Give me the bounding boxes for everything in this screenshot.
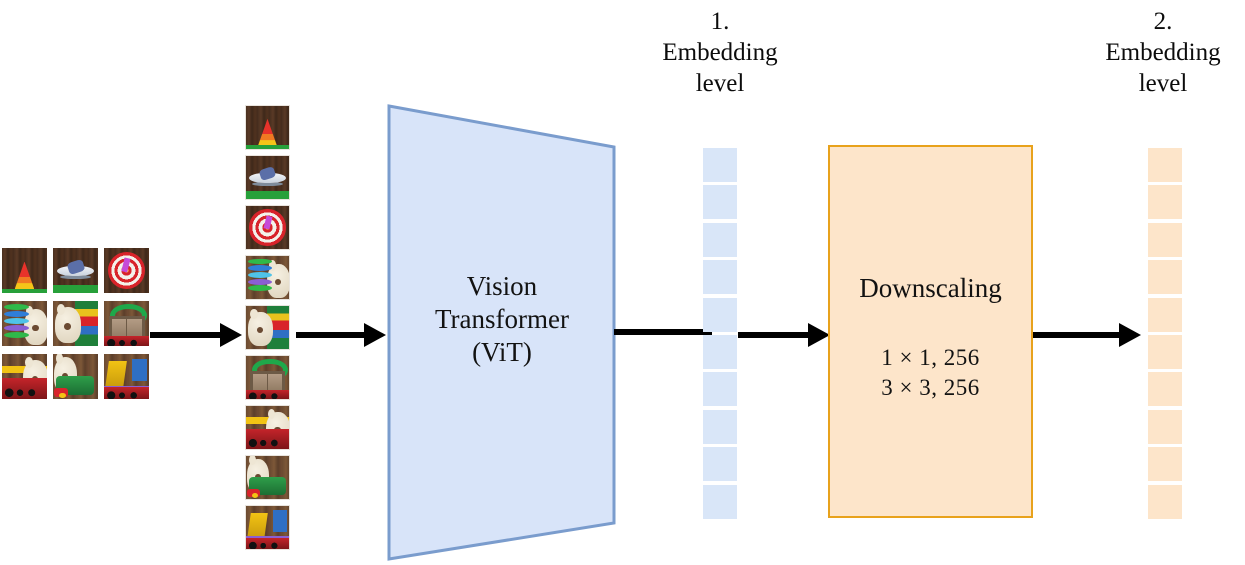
toy-image-tile: [246, 456, 289, 499]
downscaling-line-2: 3 × 3, 256: [881, 374, 980, 400]
embedding-level-2-line2: Embedding: [1105, 39, 1221, 66]
arrow-shaft: [150, 332, 220, 338]
toy-image-tile: [2, 354, 47, 399]
arrow-shaft: [296, 332, 364, 338]
toy-image-tile: [246, 206, 289, 249]
embedding-block: [1148, 484, 1182, 519]
embedding-block: [703, 148, 737, 182]
embedding-level-1-label: 1. Embedding level: [645, 6, 795, 99]
arrow-shaft: [738, 332, 808, 338]
embedding-block: [1148, 260, 1182, 295]
patch-column: [246, 106, 296, 556]
embedding-block: [1148, 447, 1182, 482]
toy-image-tile: [246, 306, 289, 349]
arrow-head: [364, 323, 386, 347]
embedding-block: [1148, 222, 1182, 257]
arrow-vit-to-embedding1: [614, 329, 712, 335]
arrow-head: [808, 323, 830, 347]
embedding-block: [1148, 409, 1182, 444]
embedding-block: [703, 222, 737, 257]
toy-image-tile: [2, 248, 47, 293]
embedding-level-2-number: 2.: [1153, 8, 1173, 35]
toy-image-tile: [246, 256, 289, 299]
embedding-level-2-line3: level: [1138, 70, 1188, 97]
vit-trapezoid: [387, 104, 616, 561]
downscaling-title: Downscaling: [859, 273, 1002, 303]
embedding-block: [703, 409, 737, 444]
embedding-block: [703, 484, 737, 519]
embedding-block: [703, 260, 737, 295]
toy-image-tile: [53, 248, 98, 293]
vision-transformer-shape: [387, 104, 616, 561]
vit-label-line1: Vision: [466, 271, 538, 301]
source-image-grid: [2, 248, 149, 400]
embedding-level-2-column: [1148, 148, 1182, 522]
embedding-block: [703, 447, 737, 482]
toy-image-tile: [246, 406, 289, 449]
vit-label-line3: (ViT): [472, 336, 532, 367]
toy-image-tile: [246, 106, 289, 149]
vit-label: Vision Transformer (ViT): [389, 270, 615, 369]
embedding-level-2-label: 2. Embedding level: [1088, 6, 1238, 99]
toy-image-tile: [246, 356, 289, 399]
vit-label-line2: Transformer: [435, 303, 569, 334]
embedding-block: [1148, 297, 1182, 332]
embedding-level-1-column: [703, 148, 737, 522]
embedding-level-1-number: 1.: [710, 8, 730, 35]
embedding-block: [1148, 148, 1182, 182]
embedding-block: [1148, 185, 1182, 220]
embedding-level-1-line2: Embedding: [662, 39, 778, 66]
embedding-block: [703, 335, 737, 369]
embedding-block: [1148, 335, 1182, 369]
toy-image-tile: [53, 354, 98, 399]
embedding-block: [703, 185, 737, 220]
downscaling-box: Downscaling 1 × 1, 256 3 × 3, 256: [828, 145, 1033, 518]
toy-image-tile: [104, 354, 149, 399]
embedding-block: [703, 297, 737, 332]
downscaling-line-1: 1 × 1, 256: [881, 345, 980, 370]
downscaling-details: 1 × 1, 256 3 × 3, 256: [830, 343, 1031, 403]
toy-image-tile: [246, 506, 289, 549]
toy-image-tile: [246, 156, 289, 199]
arrow-shaft: [1033, 332, 1119, 338]
toy-image-tile: [104, 248, 149, 293]
embedding-block: [1148, 372, 1182, 407]
toy-image-tile: [2, 301, 47, 346]
toy-image-tile: [104, 301, 149, 346]
arrow-head: [1119, 323, 1141, 347]
embedding-block: [703, 372, 737, 407]
toy-image-tile: [53, 301, 98, 346]
arrow-head: [220, 323, 242, 347]
embedding-level-1-line3: level: [695, 70, 745, 97]
